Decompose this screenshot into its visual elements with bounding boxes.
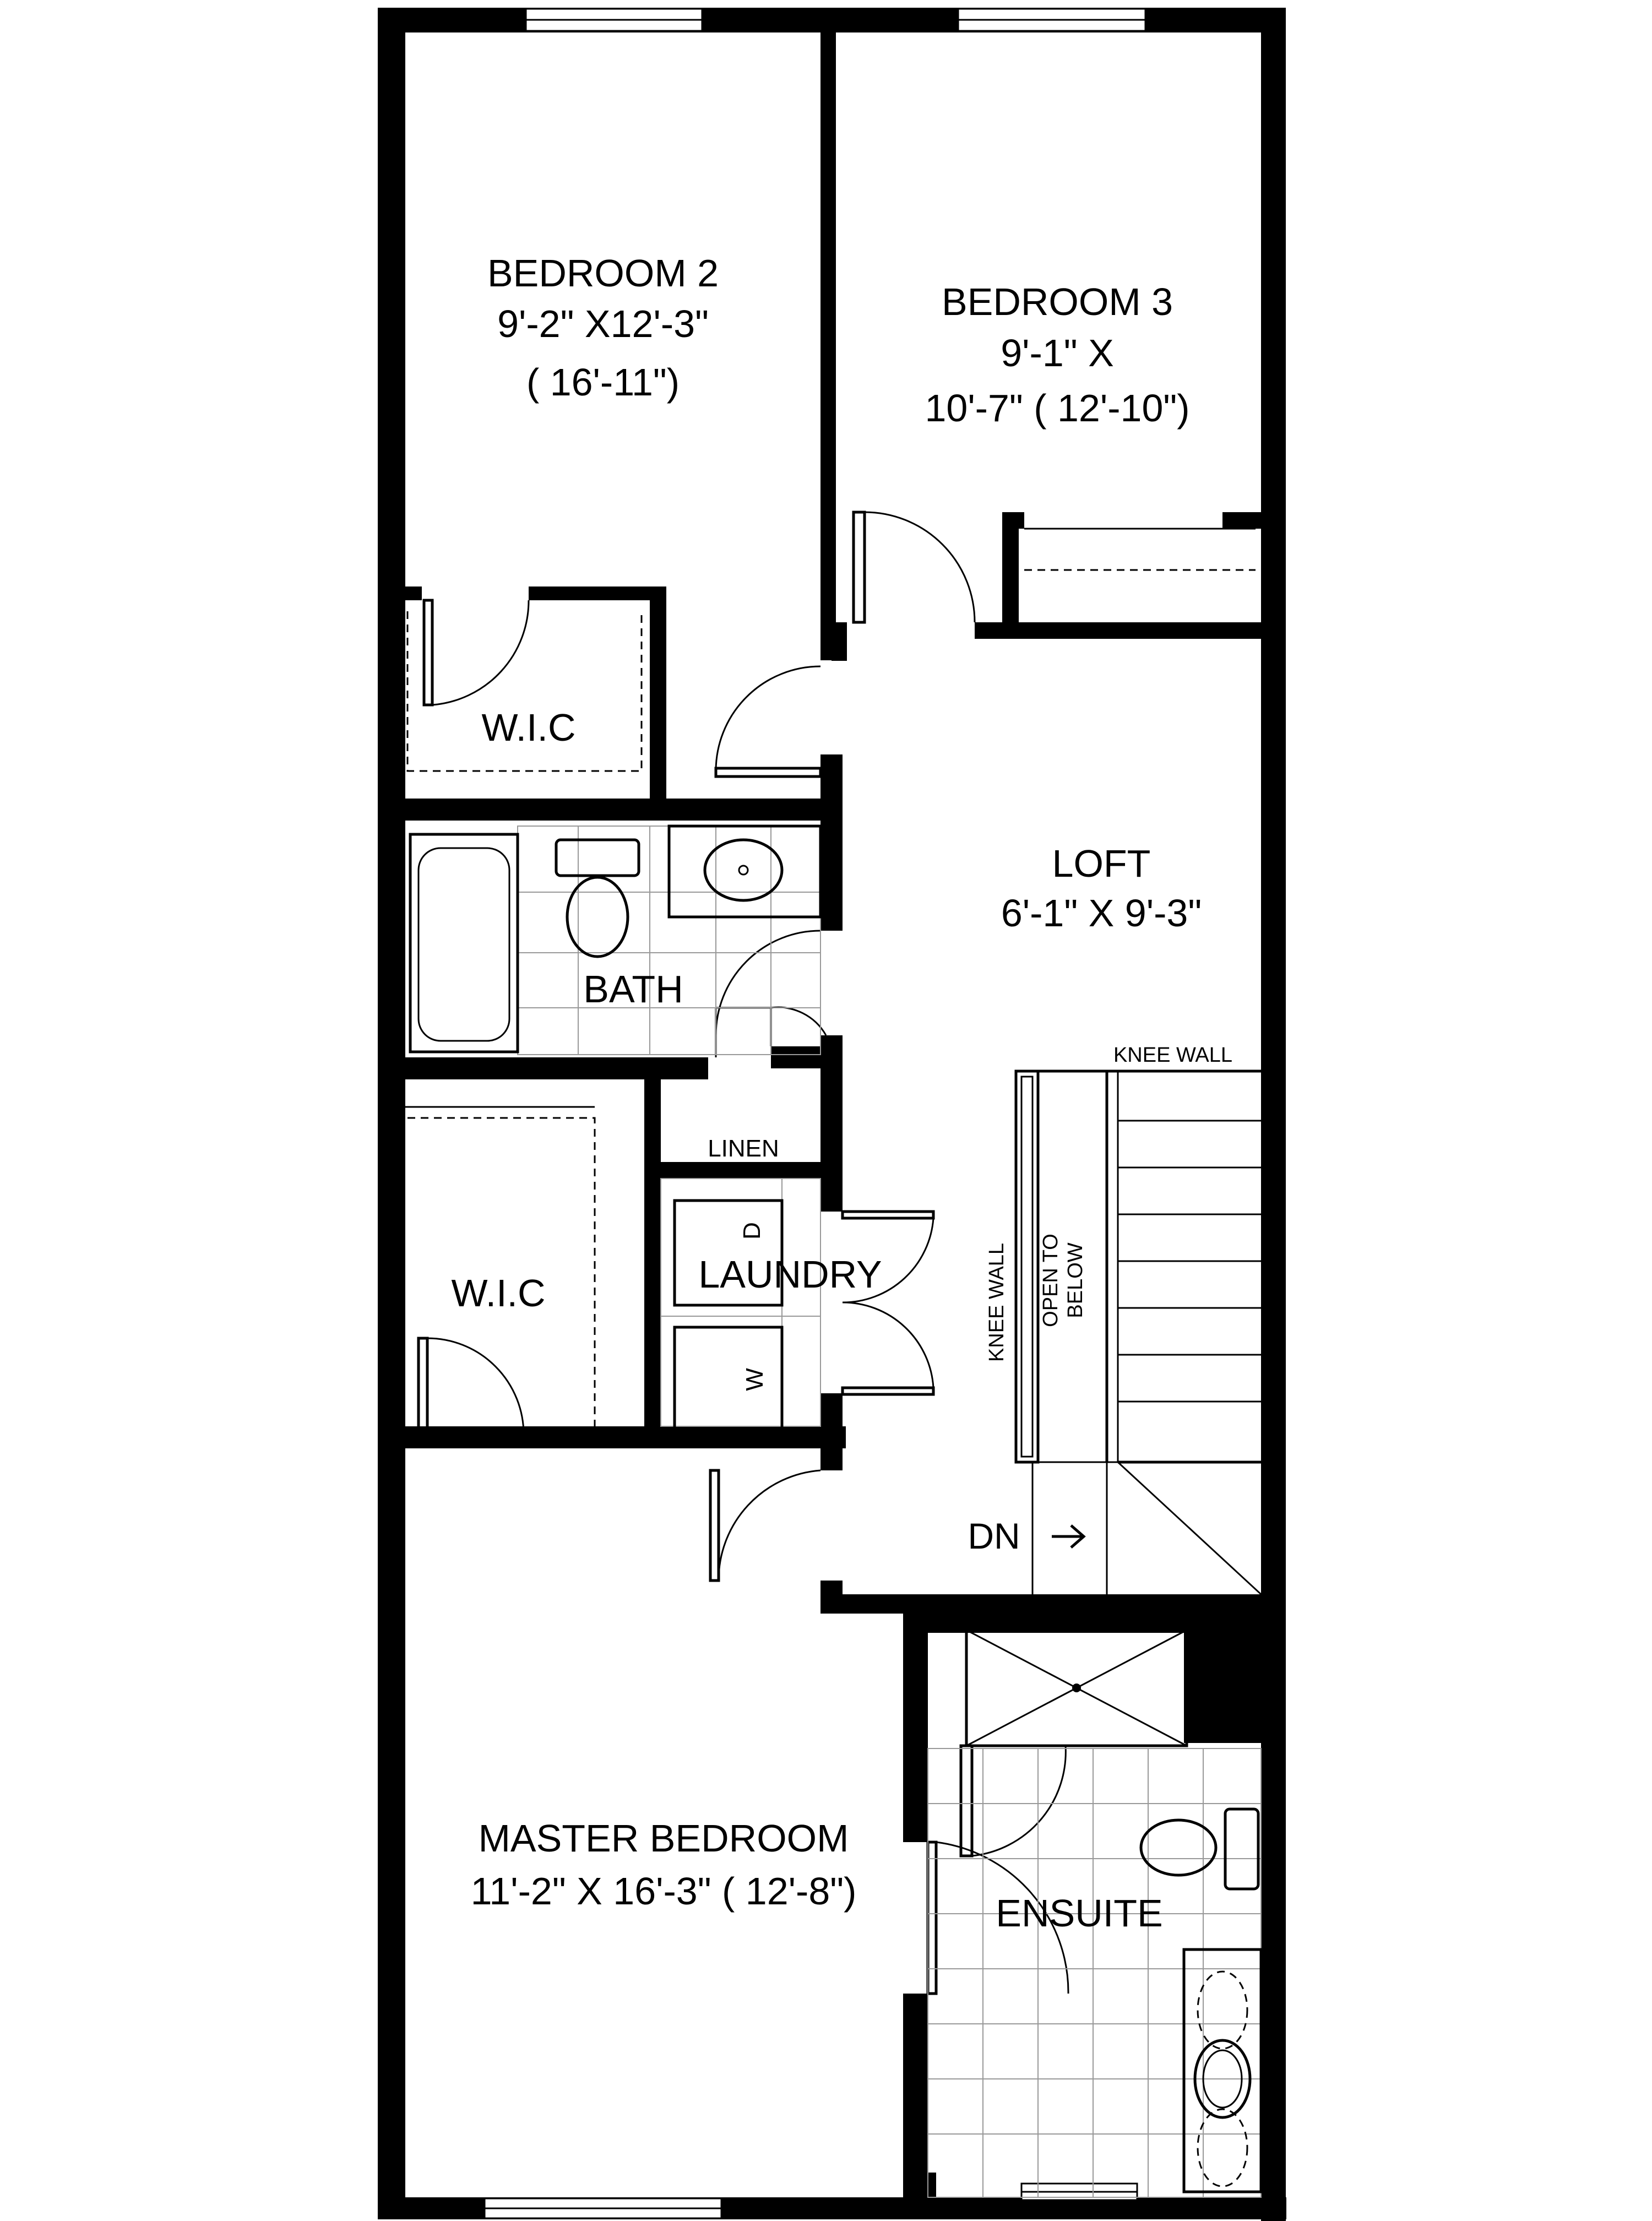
bedroom3-name: BEDROOM 3 <box>942 280 1173 323</box>
bedroom3-dims-line2: 10'-7" ( 12'-10") <box>925 387 1189 430</box>
sink-icon <box>703 838 784 902</box>
loft-dims: 6'-1" X 9'-3" <box>1001 892 1202 935</box>
dryer-label: D <box>738 1222 765 1240</box>
dryer-icon <box>673 1199 784 1307</box>
knee-wall-top-label: KNEE WALL <box>1113 1044 1232 1067</box>
bath-fixtures <box>409 824 822 1055</box>
ensuite-toilet-bowl-icon <box>1139 1818 1218 1877</box>
doors <box>417 511 1069 1995</box>
shower-icon <box>965 1628 1188 1747</box>
knee-wall-side-label: KNEE WALL <box>985 1243 1008 1362</box>
bedroom2-note: ( 16'-11") <box>526 361 680 404</box>
ensuite-sink-icon <box>1193 2039 1252 2119</box>
laundry-name: LAUNDRY <box>698 1253 882 1296</box>
ensuite-name: ENSUITE <box>996 1892 1162 1935</box>
stairs-down-label: DN <box>968 1516 1020 1556</box>
stairs <box>1014 1069 1264 1595</box>
open-to-below-line2: BELOW <box>1064 1242 1087 1318</box>
closet-shelves <box>405 528 1256 1426</box>
washer-label: W <box>741 1368 768 1391</box>
open-to-below-line1: OPEN TO <box>1039 1234 1062 1327</box>
ensuite-toilet-tank-icon <box>1224 1807 1260 1891</box>
bathtub-icon <box>409 833 519 1054</box>
ensuite-fixtures <box>927 1628 1263 2198</box>
bedroom2-name: BEDROOM 2 <box>487 252 719 295</box>
bath-name: BATH <box>583 968 683 1011</box>
bedroom3-dims-line1: 9'-1" X <box>1001 332 1114 374</box>
annotations: KNEE WALL KNEE WALL OPEN TO BELOW DN <box>968 1044 1232 1556</box>
washer-icon <box>673 1326 784 1433</box>
windows <box>483 8 1146 2219</box>
room-labels: BEDROOM 2 9'-2" X12'-3" ( 16'-11") BEDRO… <box>451 252 1202 1935</box>
master-name: MASTER BEDROOM <box>479 1817 849 1860</box>
master-dims: 11'-2" X 16'-3" ( 12'-8") <box>471 1870 857 1913</box>
toilet-tank-icon <box>555 838 640 877</box>
wic-upper-name: W.I.C <box>481 706 575 749</box>
interior-walls <box>378 8 1286 2219</box>
wic-lower-name: W.I.C <box>451 1272 545 1315</box>
laundry-fixtures <box>660 1178 821 1433</box>
loft-name: LOFT <box>1052 842 1151 885</box>
linen-name: LINEN <box>708 1135 779 1162</box>
toilet-bowl-icon <box>566 876 629 958</box>
bedroom2-dims: 9'-2" X12'-3" <box>497 302 709 345</box>
